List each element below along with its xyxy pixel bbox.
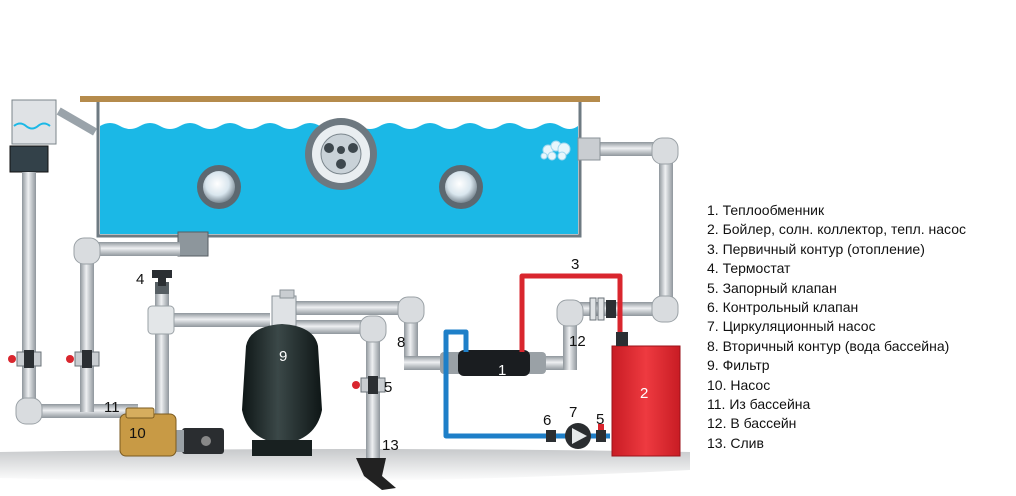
legend-item: 5. Запорный клапан [707,279,837,296]
shutoff-valves-left [8,350,386,394]
boiler [611,345,681,457]
legend: 1. Теплообменник 2. Бойлер, солн. коллек… [707,201,1012,453]
label-4: 4 [136,271,144,288]
shutoff-valve-primary [596,424,606,442]
legend-item: 11. Из бассейна [707,396,811,413]
label-9: 9 [279,348,287,365]
label-1: 1 [498,362,506,379]
drain-outlet [356,458,396,490]
legend-item: 8. Вторичный контур (вода бассейна) [707,337,950,354]
label-10: 10 [129,425,146,442]
pool-pump [119,407,224,457]
legend-item: 12. В бассейн [707,415,797,432]
legend-item: 9. Фильтр [707,357,770,374]
legend-item: 10. Насос [707,376,771,393]
label-6: 6 [543,412,551,429]
return-line-fittings [589,297,616,321]
pool-walls [96,102,582,238]
label-12: 12 [569,333,586,350]
legend-item: 4. Термостат [707,260,791,277]
ground [0,449,690,482]
skimmer [11,99,57,145]
primary-circuit-pipe [519,273,623,352]
label-11: 11 [104,399,120,416]
label-7: 7 [569,404,577,421]
inlet-bubbles [540,140,571,161]
legend-item: 3. Первичный контур (отопление) [707,240,925,257]
label-3: 3 [571,256,579,273]
check-valve [546,430,556,442]
heat-exchanger [440,350,546,376]
label-8: 8 [397,334,405,351]
label-13: 13 [382,437,399,454]
legend-item: 2. Бойлер, солн. коллектор, тепл. насос [707,221,966,238]
legend-item: 7. Циркуляционный насос [707,318,876,335]
thermostat [152,270,172,294]
label-5a: 5 [384,379,392,396]
legend-item: 13. Слив [707,434,764,451]
pool-deck [80,96,600,102]
label-5b: 5 [596,411,604,428]
legend-item: 1. Теплообменник [707,202,825,218]
pipework [15,137,679,460]
sand-filter [242,289,322,456]
skimmer-basket [9,145,49,173]
main-drain [177,231,209,257]
legend-item: 6. Контрольный клапан [707,299,859,316]
label-2: 2 [640,385,648,402]
circulation-pump [565,423,591,449]
